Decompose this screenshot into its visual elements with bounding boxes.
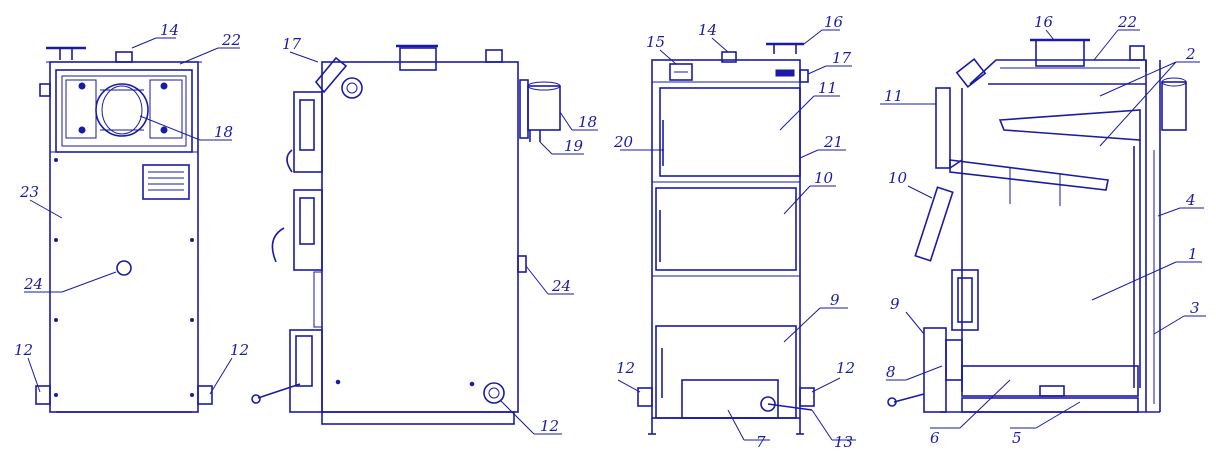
- callout-5: 5: [1012, 429, 1022, 447]
- callout-8: 8: [886, 363, 896, 381]
- ash-chamber: [961, 365, 1139, 397]
- callout-22: 22: [221, 31, 241, 49]
- callout-1: 1: [1188, 245, 1198, 263]
- middle-door-section: [914, 186, 954, 262]
- callout-9: 9: [830, 291, 840, 309]
- callout-7: 7: [756, 433, 766, 451]
- callout-3: 3: [1190, 299, 1200, 317]
- upper-door: [659, 87, 801, 177]
- callout-14: 14: [160, 21, 179, 39]
- loading-door: [935, 87, 951, 169]
- callout-20: 20: [613, 133, 634, 151]
- drain-port: [483, 382, 505, 404]
- callout-10: 10: [814, 169, 834, 187]
- middle-door: [655, 187, 797, 271]
- rear-body: [49, 61, 199, 413]
- callout-21: 21: [823, 133, 843, 151]
- callout-16: 16: [1034, 13, 1054, 31]
- callout-19: 19: [564, 137, 584, 155]
- callout-24: 24: [551, 277, 571, 295]
- callout-10: 10: [888, 169, 908, 187]
- leader-lines: [24, 29, 1206, 441]
- callout-22: 22: [1117, 13, 1137, 31]
- front-view: [637, 42, 815, 435]
- callout-18: 18: [214, 123, 233, 141]
- thermometer: [669, 63, 693, 81]
- callout-11: 11: [818, 79, 837, 97]
- callout-6: 6: [930, 429, 940, 447]
- callout-12: 12: [14, 341, 33, 359]
- callout-23: 23: [19, 183, 39, 201]
- nameplate: [142, 164, 190, 200]
- callout-12: 12: [836, 359, 855, 377]
- callout-13: 13: [834, 433, 853, 451]
- callout-17: 17: [282, 35, 302, 53]
- callout-12: 12: [230, 341, 249, 359]
- ash-pan: [681, 379, 779, 419]
- section-view: [887, 38, 1187, 413]
- callout-16: 16: [824, 13, 844, 31]
- callout-9: 9: [890, 295, 900, 313]
- callout-4: 4: [1185, 191, 1196, 209]
- callout-15: 15: [646, 33, 665, 51]
- sensor-port: [116, 260, 132, 276]
- callout-12: 12: [616, 359, 635, 377]
- callout-labels: 14 22 18 23 24 12 12 17 18 19 24 12 15 1…: [14, 13, 1200, 451]
- flue-outlet: [95, 83, 149, 137]
- front-body: [651, 59, 801, 419]
- rear-view: [35, 46, 213, 413]
- callout-2: 2: [1185, 45, 1196, 63]
- callout-11: 11: [884, 87, 903, 105]
- callout-24: 24: [23, 275, 43, 293]
- side-body: [321, 61, 519, 413]
- callout-17: 17: [832, 49, 852, 67]
- side-view: [251, 44, 561, 425]
- callout-14: 14: [698, 21, 717, 39]
- callout-18: 18: [578, 113, 597, 131]
- callout-12: 12: [540, 417, 559, 435]
